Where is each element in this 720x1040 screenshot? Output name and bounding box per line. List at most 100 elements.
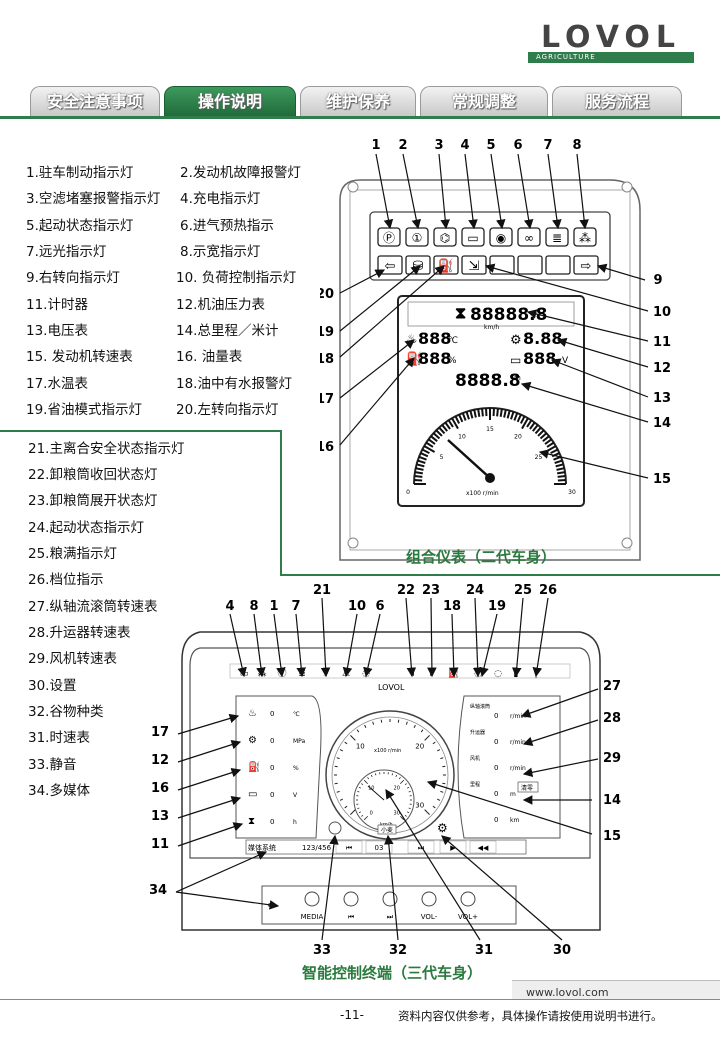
callout-number: 31	[475, 943, 493, 958]
callout-number: 23	[422, 583, 440, 598]
volume-down-button[interactable]	[421, 891, 437, 907]
logo-wordmark: LOVOL	[540, 20, 682, 55]
eco-mode-icon: ◌	[494, 669, 502, 679]
screw-icon	[621, 537, 633, 549]
legend-item: 10. 负荷控制指示灯	[176, 270, 297, 286]
callout-number: 6	[375, 599, 384, 614]
left-row-unit: %	[293, 765, 299, 772]
gauge-needle	[367, 785, 385, 801]
gauge-tick	[539, 432, 548, 440]
tab-underline	[0, 116, 720, 119]
mute-icon[interactable]	[328, 821, 342, 835]
left-data-panel	[235, 695, 322, 839]
air-filter-icon-glyph: ⌬	[440, 231, 450, 245]
legend-item: 2.发动机故障报警灯	[180, 165, 301, 181]
prev-button[interactable]	[343, 891, 359, 907]
legend-item: 4.充电指示灯	[180, 191, 261, 207]
panel2-caption: 智能控制终端（三代车身）	[302, 964, 483, 982]
prev-button-label: ⏮	[348, 913, 354, 921]
gauge-tick	[557, 475, 566, 478]
legend-item: 23.卸粮筒展开状态灯	[28, 493, 158, 509]
play-icon: ▶	[450, 844, 456, 852]
tab-service[interactable]: 服务流程	[552, 86, 682, 116]
volume-icon: ◀◀	[478, 844, 489, 852]
legend-item: 25.粮满指示灯	[28, 546, 117, 562]
gauge-tick	[356, 729, 360, 733]
legend-item: 6.进气预热指示	[180, 218, 274, 234]
gauge-tick	[451, 417, 459, 430]
gauge-tick	[336, 790, 340, 793]
legend2-frame-side	[280, 430, 282, 576]
gauge-tick	[357, 807, 360, 810]
gauge-tick-label: 20	[415, 742, 424, 750]
left-row-unit: MPa	[293, 738, 306, 745]
gauge-tick-label: 30	[394, 811, 400, 817]
gauge-tick	[427, 438, 436, 445]
right-row-label: 纵轴滚筒	[470, 703, 490, 710]
legend-item: 21.主离合安全状态指示灯	[28, 441, 185, 457]
tab-operation[interactable]: 操作说明	[164, 86, 296, 116]
callout-number: 12	[653, 361, 671, 376]
battery-icon: ▭	[248, 789, 257, 800]
gauge-tick	[436, 798, 441, 801]
right-row-unit: r/min	[510, 739, 526, 746]
legend2-frame-bottom	[280, 574, 720, 576]
gauge-tick	[395, 774, 398, 778]
callout-number: 2	[398, 138, 407, 153]
gauge-tick	[435, 429, 443, 437]
gauge-tick	[408, 790, 411, 793]
gauge-tick-label: 30	[415, 802, 424, 810]
prev-track-icon-button[interactable]	[335, 840, 363, 854]
panel1-caption: 组合仪表（二代车身）	[406, 548, 557, 566]
legend-item: 29.风机转速表	[28, 651, 117, 667]
tab-safety[interactable]: 安全注意事项	[30, 86, 160, 116]
right-row-unit: km	[510, 817, 519, 824]
media-button[interactable]	[304, 891, 320, 907]
callout-number: 11	[653, 335, 671, 350]
callout-number: 17	[151, 725, 169, 740]
rpm-unit: x100 r/min	[466, 490, 499, 497]
crop-type-box	[377, 824, 397, 835]
gauge-tick	[405, 721, 408, 725]
gauge-tick	[440, 757, 444, 760]
legend-item: 27.纵轴流滚筒转速表	[28, 599, 158, 615]
oil-pressure-readout: 8.88	[523, 329, 562, 348]
legend-item: 34.多媒体	[28, 783, 90, 799]
right-row-value: 0	[494, 816, 498, 824]
gauge-tick	[526, 419, 533, 428]
legend-item: 32.谷物种类	[28, 704, 104, 720]
fuel-pump-icon: ⛽	[248, 760, 260, 773]
gauge-tick	[441, 424, 448, 432]
legend-item: 17.水温表	[26, 376, 88, 392]
gauge-tick	[398, 777, 401, 780]
lovol-logo: LOVOL AGRICULTURE	[528, 20, 694, 63]
gauge-tick	[414, 471, 423, 475]
volume-up-button[interactable]	[460, 891, 476, 907]
legend2-frame-top	[0, 430, 282, 432]
volume-icon-button[interactable]	[469, 840, 497, 854]
callout-number: 6	[513, 138, 522, 153]
right-data-panel	[457, 695, 561, 839]
legend-item: 24.起动状态指示灯	[28, 520, 144, 536]
callout-number: 1	[269, 599, 278, 614]
settings-gear-icon[interactable]: ⚙	[437, 821, 448, 835]
gauge-tick	[516, 414, 522, 423]
gauge-tick	[358, 811, 362, 814]
gauge-tick	[554, 459, 563, 464]
tab-adjustment[interactable]: 常规调整	[420, 86, 548, 116]
blank-lamp	[517, 255, 543, 275]
tab-maintenance[interactable]: 维护保养	[300, 86, 416, 116]
callout-number: 26	[539, 583, 557, 598]
gauge-tick	[503, 409, 507, 418]
right-row-value: 0	[494, 712, 498, 720]
gauge-tick	[339, 749, 344, 752]
gauge-tick	[350, 809, 356, 815]
callout-number: 16	[151, 781, 169, 796]
left-row-unit: ℃	[293, 711, 300, 718]
voltage-unit: V	[562, 356, 569, 366]
reset-button[interactable]	[517, 781, 539, 793]
next-track-icon-button[interactable]	[407, 840, 435, 854]
water-in-fuel-icon-glyph: ⛽	[438, 258, 454, 274]
